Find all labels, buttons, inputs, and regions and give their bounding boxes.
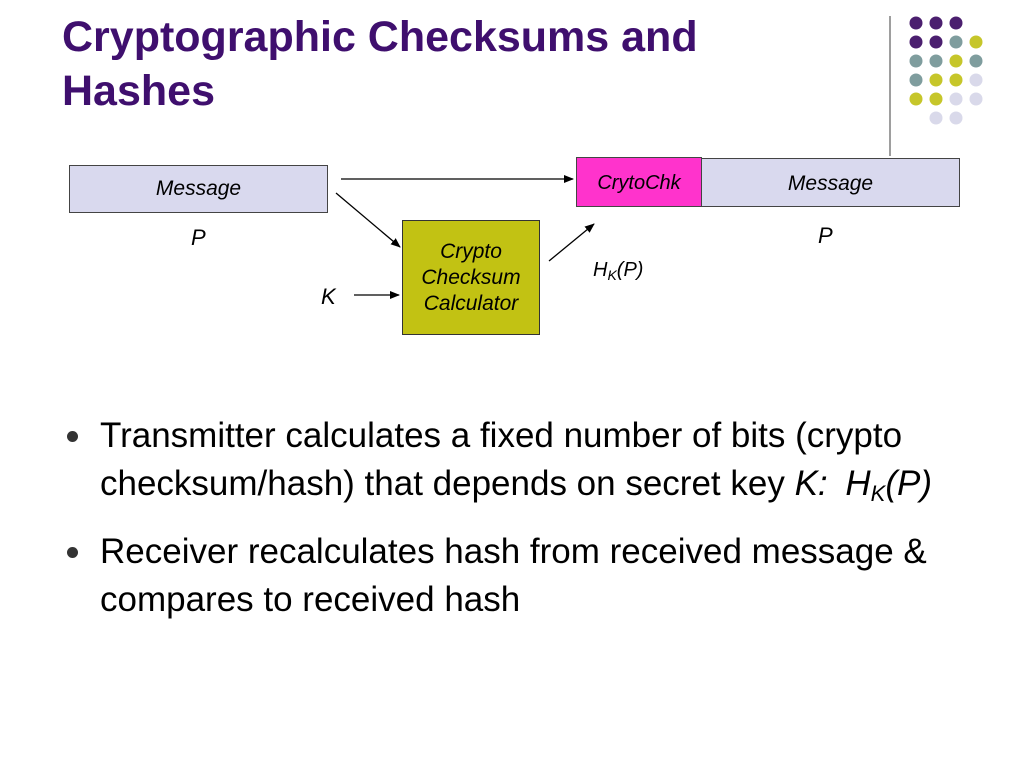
decorative-dot (929, 92, 943, 106)
decorative-dot (929, 35, 943, 49)
arrow-calculator-to-crytochk (548, 223, 595, 262)
hash-label-sub: K (607, 267, 617, 283)
arrow-message-to-calculator (335, 192, 401, 248)
bullet-item: Receiver recalculates hash from received… (62, 528, 962, 624)
decorative-dot (969, 54, 983, 68)
decorative-dot (949, 111, 963, 125)
decorative-dot (929, 111, 943, 125)
decorative-dot (909, 35, 923, 49)
decorative-dot (909, 16, 923, 30)
bullet-dot-icon (67, 431, 78, 442)
bullet-text-1: Transmitter calculates a fixed number of… (100, 416, 903, 503)
decorative-dot (949, 73, 963, 87)
calc-line-3: Calculator (423, 291, 519, 315)
bullet-dot-icon (67, 547, 78, 558)
decorative-dot (909, 54, 923, 68)
key-label: K (321, 284, 336, 309)
plaintext-label-left: P (191, 225, 206, 250)
message-box-right: Message (701, 158, 960, 207)
crytochk-box: CrytoChk (576, 157, 702, 207)
message-box-right-label: Message (787, 172, 874, 195)
bullet-item: Transmitter calculates a fixed number of… (62, 412, 962, 518)
diagram-arrows (335, 175, 595, 299)
decorative-dot (929, 73, 943, 87)
slide-title: Cryptographic Checksums and Hashes (62, 13, 698, 115)
bullet-hash-sub: K (870, 481, 886, 506)
decorative-dot (909, 73, 923, 87)
calc-line-1: Crypto (440, 239, 502, 263)
decorative-dot (969, 35, 983, 49)
decorative-divider (889, 16, 891, 156)
message-box-left: Message (69, 165, 328, 213)
crypto-checksum-calculator-box: Crypto Checksum Calculator (402, 220, 540, 335)
bullet-text-2: Receiver recalculates hash from received… (100, 532, 927, 619)
bullet-key-k: K: (794, 464, 828, 503)
decorative-dot (929, 16, 943, 30)
decorative-dot-grid (909, 16, 983, 125)
message-box-left-label: Message (155, 177, 242, 200)
plaintext-label-right: P (818, 223, 833, 248)
decorative-dot (949, 16, 963, 30)
bullet-hash-arg: (P) (885, 464, 932, 503)
hash-label: HK(P) (593, 259, 643, 283)
bullet-hash-h: H (845, 464, 871, 503)
decorative-dot (949, 54, 963, 68)
decorative-dot (929, 54, 943, 68)
hash-label-arg: (P) (616, 259, 644, 281)
decorative-dot (949, 92, 963, 106)
decorative-dot (909, 92, 923, 106)
bullet-list: Transmitter calculates a fixed number of… (62, 412, 962, 634)
decorative-dot (949, 35, 963, 49)
hash-label-h: H (593, 259, 608, 281)
decorative-dot (969, 73, 983, 87)
crytochk-label: CrytoChk (597, 172, 681, 194)
calc-line-2: Checksum (421, 265, 521, 289)
decorative-dot (969, 92, 983, 106)
